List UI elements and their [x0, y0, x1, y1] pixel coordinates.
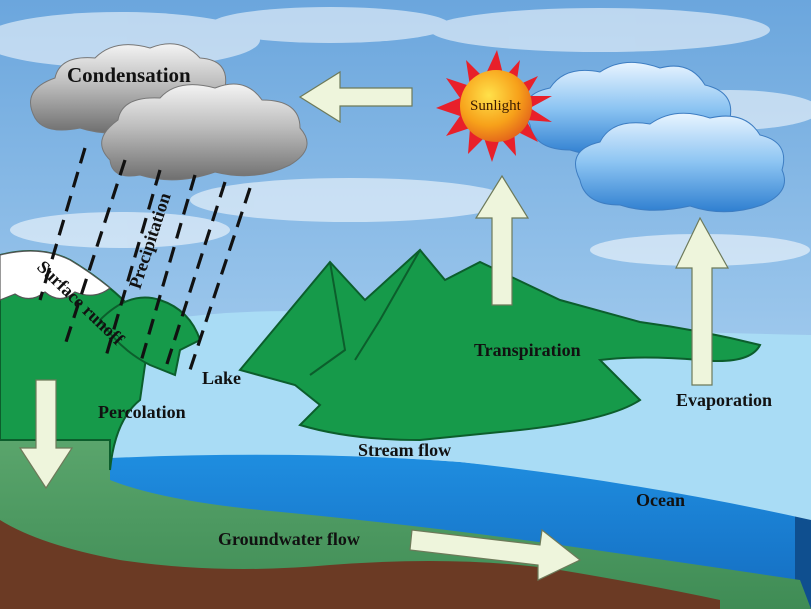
label-sunlight: Sunlight [470, 98, 522, 114]
central-mountains [238, 248, 762, 442]
arrow-transpiration-up [474, 174, 530, 306]
label-evaporation: Evaporation [676, 390, 772, 410]
label-lake: Lake [202, 368, 241, 388]
small-hill [98, 296, 202, 377]
label-percolation: Percolation [98, 402, 186, 422]
arrow-condensation-left [298, 70, 413, 124]
condensation-cloud [30, 43, 308, 181]
arrows [18, 70, 730, 581]
arrow-evaporation-up [675, 216, 730, 386]
label-ocean: Ocean [636, 490, 685, 510]
sun-icon [436, 50, 552, 162]
bedrock-layer [0, 520, 720, 609]
label-transpiration: Transpiration [474, 340, 581, 360]
label-condensation: Condensation [67, 63, 191, 87]
label-groundwater-flow: Groundwater flow [218, 529, 360, 549]
arrow-groundwater-right [409, 528, 582, 581]
label-stream-flow: Stream flow [358, 440, 451, 460]
precipitation-rain [38, 147, 252, 371]
arrow-percolation-down [18, 379, 74, 490]
mountain-ridges [309, 249, 421, 376]
groundwater-layer [0, 440, 811, 609]
evaporation-cloud [525, 61, 785, 213]
